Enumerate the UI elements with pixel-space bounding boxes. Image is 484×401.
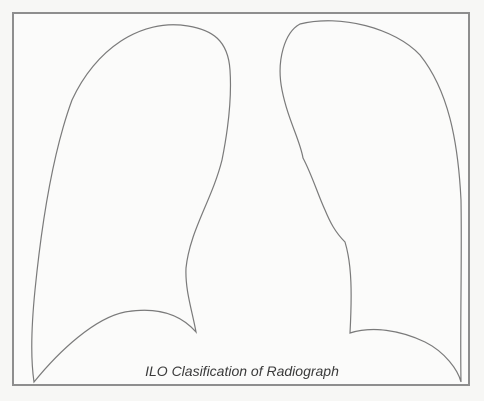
right-lung-outline: [32, 25, 231, 382]
left-lung-outline: [280, 21, 461, 382]
figure-caption: ILO Clasification of Radiograph: [0, 363, 484, 379]
